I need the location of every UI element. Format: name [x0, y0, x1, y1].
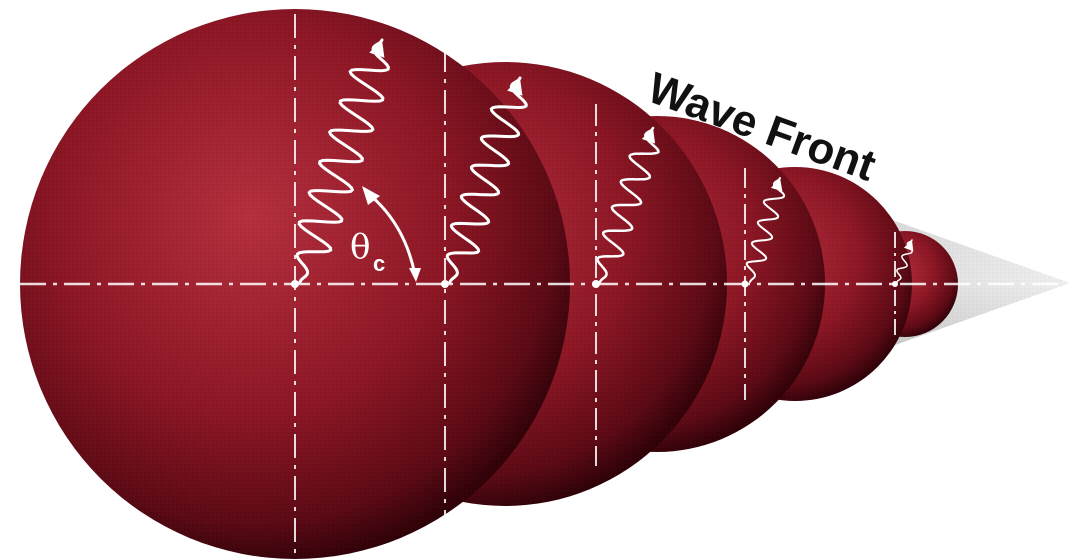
theta-symbol: θ	[350, 227, 370, 267]
emission-point-1	[291, 280, 299, 288]
emission-point-2	[441, 280, 449, 288]
emission-point-3	[592, 280, 600, 288]
emission-point-4	[742, 281, 749, 288]
theta-subscript: c	[373, 251, 385, 276]
